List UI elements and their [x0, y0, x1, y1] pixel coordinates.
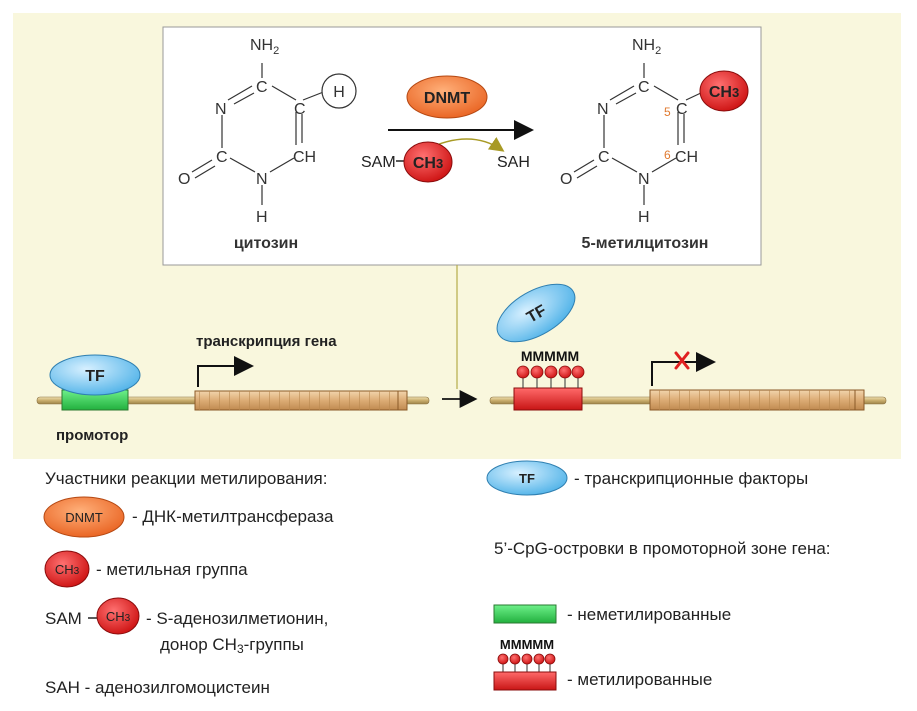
legend-sam-text-1: - S-аденозилметионин, — [146, 609, 328, 628]
legend-methyl-dot — [497, 653, 509, 665]
cytosine-n3: N — [215, 101, 227, 118]
mc-c4: C — [638, 79, 650, 96]
right-gene-cap — [854, 389, 865, 411]
mc-c6: CH — [675, 149, 698, 166]
hydrogen-circle — [321, 73, 357, 109]
cytosine-c6: CH — [293, 149, 316, 166]
legend-heading: Участники реакции метилирования: — [45, 469, 327, 488]
legend-methyl-pins — [497, 653, 556, 672]
left-tf-label: TF — [85, 368, 105, 385]
blocked-x-icon — [674, 351, 690, 370]
legend-tf-text: - транскрипционные факторы — [574, 469, 808, 488]
legend-unmethylated-bar — [493, 604, 557, 624]
reaction-box — [162, 26, 762, 266]
methyl-dot — [516, 365, 530, 379]
legend-unmethylated-text: - неметилированные — [567, 605, 731, 624]
left-tf — [49, 354, 141, 396]
legend-methyl-marks: MMMMM — [500, 637, 554, 652]
transcription-label: транскрипция гена — [196, 333, 337, 350]
methylcytosine-structure — [573, 63, 704, 205]
reaction-ch3 — [403, 141, 453, 183]
methylcytosine-name: 5-метилцитозин — [582, 235, 709, 252]
left-gene-cap — [397, 390, 408, 411]
legend-methyl-dot — [533, 653, 545, 665]
mc-ch3 — [699, 70, 749, 112]
right-methyl-marks: MMMMM — [521, 348, 579, 364]
mc-n1: N — [638, 171, 650, 188]
mc-nh2: NH2 — [632, 37, 661, 57]
hydrogen-circle-label: H — [333, 84, 345, 101]
legend-dnmt-badge-label: DNMT — [65, 510, 103, 525]
cytosine-o: O — [178, 171, 190, 188]
cytosine-c5: C — [294, 101, 306, 118]
legend-methyl-dot — [544, 653, 556, 665]
cytosine-n1: N — [256, 171, 268, 188]
legend-dnmt-badge — [43, 496, 125, 538]
mc-c5: C — [676, 101, 688, 118]
legend-sam-ch3-label: CH3 — [106, 609, 131, 624]
cytosine-nh2: NH2 — [250, 37, 279, 57]
legend-methylated-text: - метилированные — [567, 670, 712, 689]
cytosine-structure — [191, 63, 327, 205]
legend-ch3-badge-label: CH3 — [55, 562, 80, 577]
right-methyl-pins — [516, 365, 585, 388]
legend-cpg-heading: 5’-CpG-островки в промоторной зоне гена: — [494, 539, 831, 558]
mc-pos6: 6 — [664, 148, 671, 162]
right-tf-group: TF — [496, 283, 576, 343]
methyl-dot — [530, 365, 544, 379]
cytosine-c4: C — [256, 79, 268, 96]
right-gene-ticks — [650, 390, 860, 410]
promoter-label: промотор — [56, 427, 128, 444]
reaction-ch3-label: CH3 — [413, 155, 443, 172]
legend-ch3-badge — [44, 550, 90, 588]
legend-methyl-dot — [509, 653, 521, 665]
mc-h1: H — [638, 209, 650, 226]
mc-ch3-label: CH3 — [709, 84, 739, 101]
right-methylated-promoter — [513, 387, 583, 411]
methyl-dot — [544, 365, 558, 379]
legend-tf-badge — [486, 460, 568, 496]
legend-methyl-dot — [521, 653, 533, 665]
cytosine-name: цитозин — [234, 235, 298, 252]
legend-sam-ch3 — [96, 597, 140, 635]
legend-ch3-text: - метильная группа — [96, 560, 248, 579]
methyl-dot — [558, 365, 572, 379]
transcription-arrow — [197, 356, 254, 387]
mc-n3: N — [597, 101, 609, 118]
blocked-transcription-arrow — [651, 352, 716, 386]
legend-sah-text: SAH - аденозилгомоцистеин — [45, 678, 270, 697]
legend-dnmt-text: - ДНК-метилтрансфераза — [132, 507, 334, 526]
legend-methylated-bar — [493, 671, 557, 691]
legend-sam-prefix: SAM — [45, 609, 82, 628]
left-gene-ticks — [195, 391, 405, 410]
methyl-dot — [571, 365, 585, 379]
legend-sam-text-2: донор CH3-группы — [160, 635, 304, 656]
dnmt-label: DNMT — [424, 90, 470, 107]
mc-pos5: 5 — [664, 105, 671, 119]
cytosine-c2: C — [216, 149, 228, 166]
sam-label: SAM — [361, 154, 396, 171]
cytosine-h1: H — [256, 209, 268, 226]
dnmt-enzyme — [406, 75, 488, 119]
right-tf — [496, 283, 576, 343]
sah-label: SAH — [497, 154, 530, 171]
mc-o: O — [560, 171, 572, 188]
mc-c2: C — [598, 149, 610, 166]
legend-tf-badge-label: TF — [519, 471, 535, 486]
